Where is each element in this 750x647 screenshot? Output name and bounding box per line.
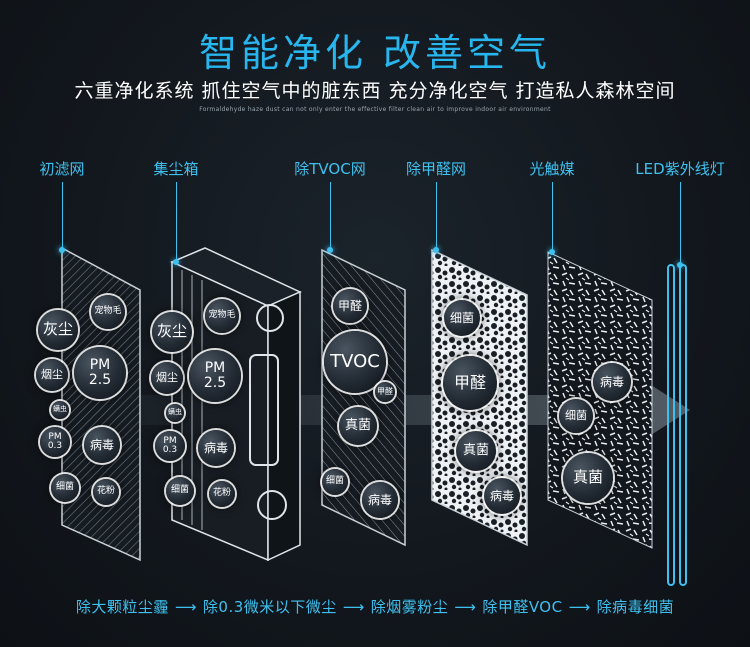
leader-line [62,182,63,250]
pollutant-bubble: PM 0.3 [40,427,70,457]
pollutant-bubble: 螨虫 [51,401,69,419]
layer-label-6: LED紫外线灯 [635,160,725,178]
pollutant-bubble: 细菌 [166,477,194,505]
primary-filter-panel [61,246,141,562]
pollutant-bubble: 真菌 [339,407,377,445]
pollutant-bubble: 花粉 [93,479,119,505]
pollutant-bubble: 宠物毛 [91,295,125,329]
layer-label-4: 除甲醛网 [405,160,467,178]
leader-dot [59,247,65,253]
pollutant-bubble: 螨虫 [166,404,184,422]
page-subtitle: 六重净化系统 抓住空气中的脏东西 充分净化空气 打造私人森林空间 [74,80,676,102]
pollutant-bubble: 病毒 [484,478,520,514]
flow-step-4: 除甲醛VOC [482,598,563,616]
leader-dot [173,259,179,265]
pollutant-bubble: PM 0.3 [155,431,185,461]
pollutant-bubble: 真菌 [563,453,613,503]
pollutant-bubble: 甲醛 [375,382,395,402]
layer-label-3: 除TVOC网 [294,160,366,178]
pollutant-bubble: PM 2.5 [189,350,241,402]
flow-step-3: 除烟雾粉尘 [370,598,449,616]
pollutant-bubble: 病毒 [198,430,234,466]
pollutant-bubble: 细菌 [322,469,348,495]
pollutant-bubble: 病毒 [362,482,398,518]
layer-label-5: 光触媒 [529,160,575,178]
purification-flow: 除大颗粒尘霾 ⟶ 除0.3微米以下微尘 ⟶ 除烟雾粉尘 ⟶ 除甲醛VOC ⟶ 除病毒细菌 [0,596,750,617]
leader-line [552,182,553,252]
flow-arrow: ⟶ [174,598,197,616]
pollutant-bubble: 花粉 [209,481,235,507]
pollutant-bubble: 真菌 [456,431,496,471]
flow-step-5: 除病毒细菌 [596,598,675,616]
flow-arrow: ⟶ [568,598,591,616]
layer-label-1: 初滤网 [39,160,85,178]
pollutant-bubble: 甲醛 [443,356,497,410]
pollutant-bubble: 烟尘 [151,362,183,394]
leader-line [176,182,177,262]
english-tagline: Formaldehyde haze dust can not only ente… [199,106,551,113]
leader-dot [327,247,333,253]
leader-dot [677,262,683,268]
pollutant-bubble: TVOC [324,331,386,393]
page-title: 智能净化 改善空气 [198,31,552,75]
leader-line [680,182,681,265]
layer-label-2: 集尘箱 [153,160,199,178]
pollutant-bubble: 灰尘 [152,312,192,352]
flow-arrow: ⟶ [342,598,365,616]
photocatalyst-panel [547,251,653,549]
pollutant-bubble: 灰尘 [38,310,78,350]
pollutant-bubble: 宠物毛 [205,299,239,333]
pollutant-bubble: 甲醛 [333,289,367,323]
pollutant-bubble: PM 2.5 [74,347,126,399]
leader-dot [549,249,555,255]
pollutant-bubble: 烟尘 [36,359,68,391]
leader-line [330,182,331,250]
pollutant-bubble: 细菌 [559,399,593,433]
pollutant-bubble: 细菌 [51,474,79,502]
flow-step-1: 除大颗粒尘霾 [75,598,169,616]
dust-box-panel [170,247,302,562]
pollutant-bubble: 病毒 [593,363,631,401]
uv-led-lamp [667,264,687,586]
pollutant-bubble: 细菌 [444,300,480,336]
leader-line [436,182,437,250]
flow-arrow: ⟶ [454,598,477,616]
flow-step-2: 除0.3微米以下微尘 [202,598,337,616]
leader-dot [433,247,439,253]
pollutant-bubble: 病毒 [84,427,120,463]
